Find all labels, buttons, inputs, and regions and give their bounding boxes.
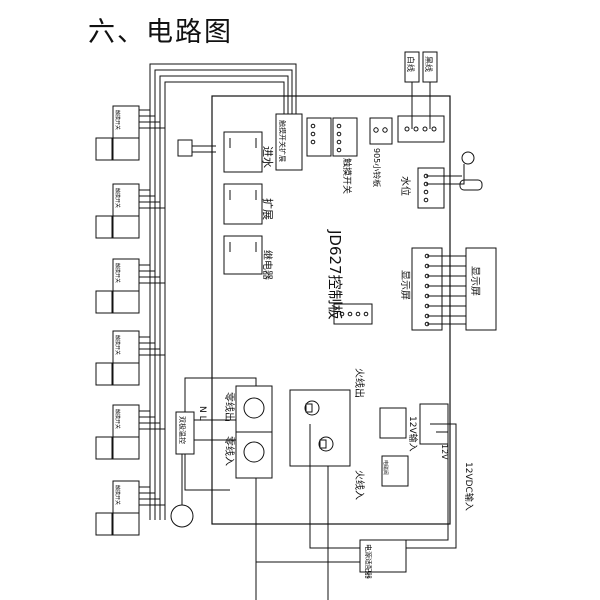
neutral-in-screw	[243, 441, 265, 463]
black-wire-label: 黑线	[424, 56, 434, 72]
display-label: 显示屏	[399, 270, 411, 300]
diagram-heading: 六、电路图	[88, 17, 233, 48]
touch-bus-wires	[139, 63, 297, 520]
neutral-out-label: 零线出	[223, 392, 236, 422]
power-adapter	[359, 539, 407, 573]
display-pins	[424, 253, 430, 327]
expand-label: 扩展	[261, 198, 275, 220]
live-in-label: 火线入	[353, 470, 366, 500]
inlet-valve-label: 进水	[261, 146, 274, 168]
neutral-out-screw	[243, 397, 265, 419]
lamp-label: 电磁阀	[382, 460, 389, 475]
live-out-label: 火线出	[353, 368, 366, 398]
control-board	[211, 95, 451, 525]
input-12v-label: 12V输入	[407, 416, 419, 452]
touch-switch-connector-1	[306, 117, 332, 157]
touch-module-2	[95, 183, 140, 239]
temp-control-label: 双极温控	[178, 416, 187, 444]
touch-module-label-2: 触摸开关	[114, 188, 121, 208]
dc-input-label: 12VDC输入	[463, 462, 475, 511]
diagram-labels: JD627控制板 进水 扩展 继电器 触摸开关扩展 触摸开关 905小铃板 水位…	[114, 56, 481, 579]
inlet-valve-block	[223, 131, 263, 173]
display-screen-label: 显示屏	[469, 266, 481, 296]
touch-module-4	[95, 330, 140, 386]
water-probe-plug	[459, 179, 483, 191]
touch-switch-modules	[95, 105, 140, 536]
bottom-sensor	[170, 504, 194, 528]
board-name-label: JD627控制板	[326, 229, 344, 320]
aux-terminal-left	[379, 407, 407, 439]
neutral-in-label: 零线入	[223, 436, 236, 466]
sensor-plug	[177, 139, 193, 157]
aux-terminal-low	[381, 455, 409, 487]
v12-label: 12V	[440, 444, 449, 460]
relay-block	[223, 235, 263, 275]
touch-module-label-3: 触摸开关	[114, 263, 121, 283]
touch-module-label-1: 触摸开关	[114, 110, 121, 130]
touch-module-5	[95, 404, 140, 460]
touch-module-label-5: 触摸开关	[114, 409, 121, 429]
power-supply-label: 电源适配器	[364, 544, 373, 579]
aux-header	[333, 303, 373, 325]
touch-expand-label: 触摸开关扩展	[278, 120, 287, 162]
white-wire-label: 白线	[406, 56, 416, 72]
expand-block	[223, 183, 263, 225]
water-probe-ring	[461, 151, 475, 165]
ring-board-label: 905小铃板	[372, 148, 382, 187]
live-relay-area	[289, 389, 351, 467]
water-level-label: 水位	[399, 176, 412, 196]
touch-module-label-4: 触摸开关	[114, 335, 121, 355]
relay-label: 继电器	[261, 250, 274, 280]
display-connector	[411, 247, 443, 331]
nl-label: N L	[197, 406, 207, 421]
touch-expand-connector	[275, 113, 303, 171]
touch-module-6	[95, 480, 140, 536]
ring-board-connector	[369, 117, 393, 145]
touch-module-3	[95, 258, 140, 314]
display-screen-panel	[465, 247, 497, 331]
touch-module-label-6: 触摸开关	[114, 485, 121, 505]
water-level-connector	[417, 167, 445, 209]
top-right-terminal	[397, 115, 445, 143]
touch-switch-label: 触摸开关	[341, 158, 353, 194]
touch-switch-connector-2	[332, 117, 358, 157]
